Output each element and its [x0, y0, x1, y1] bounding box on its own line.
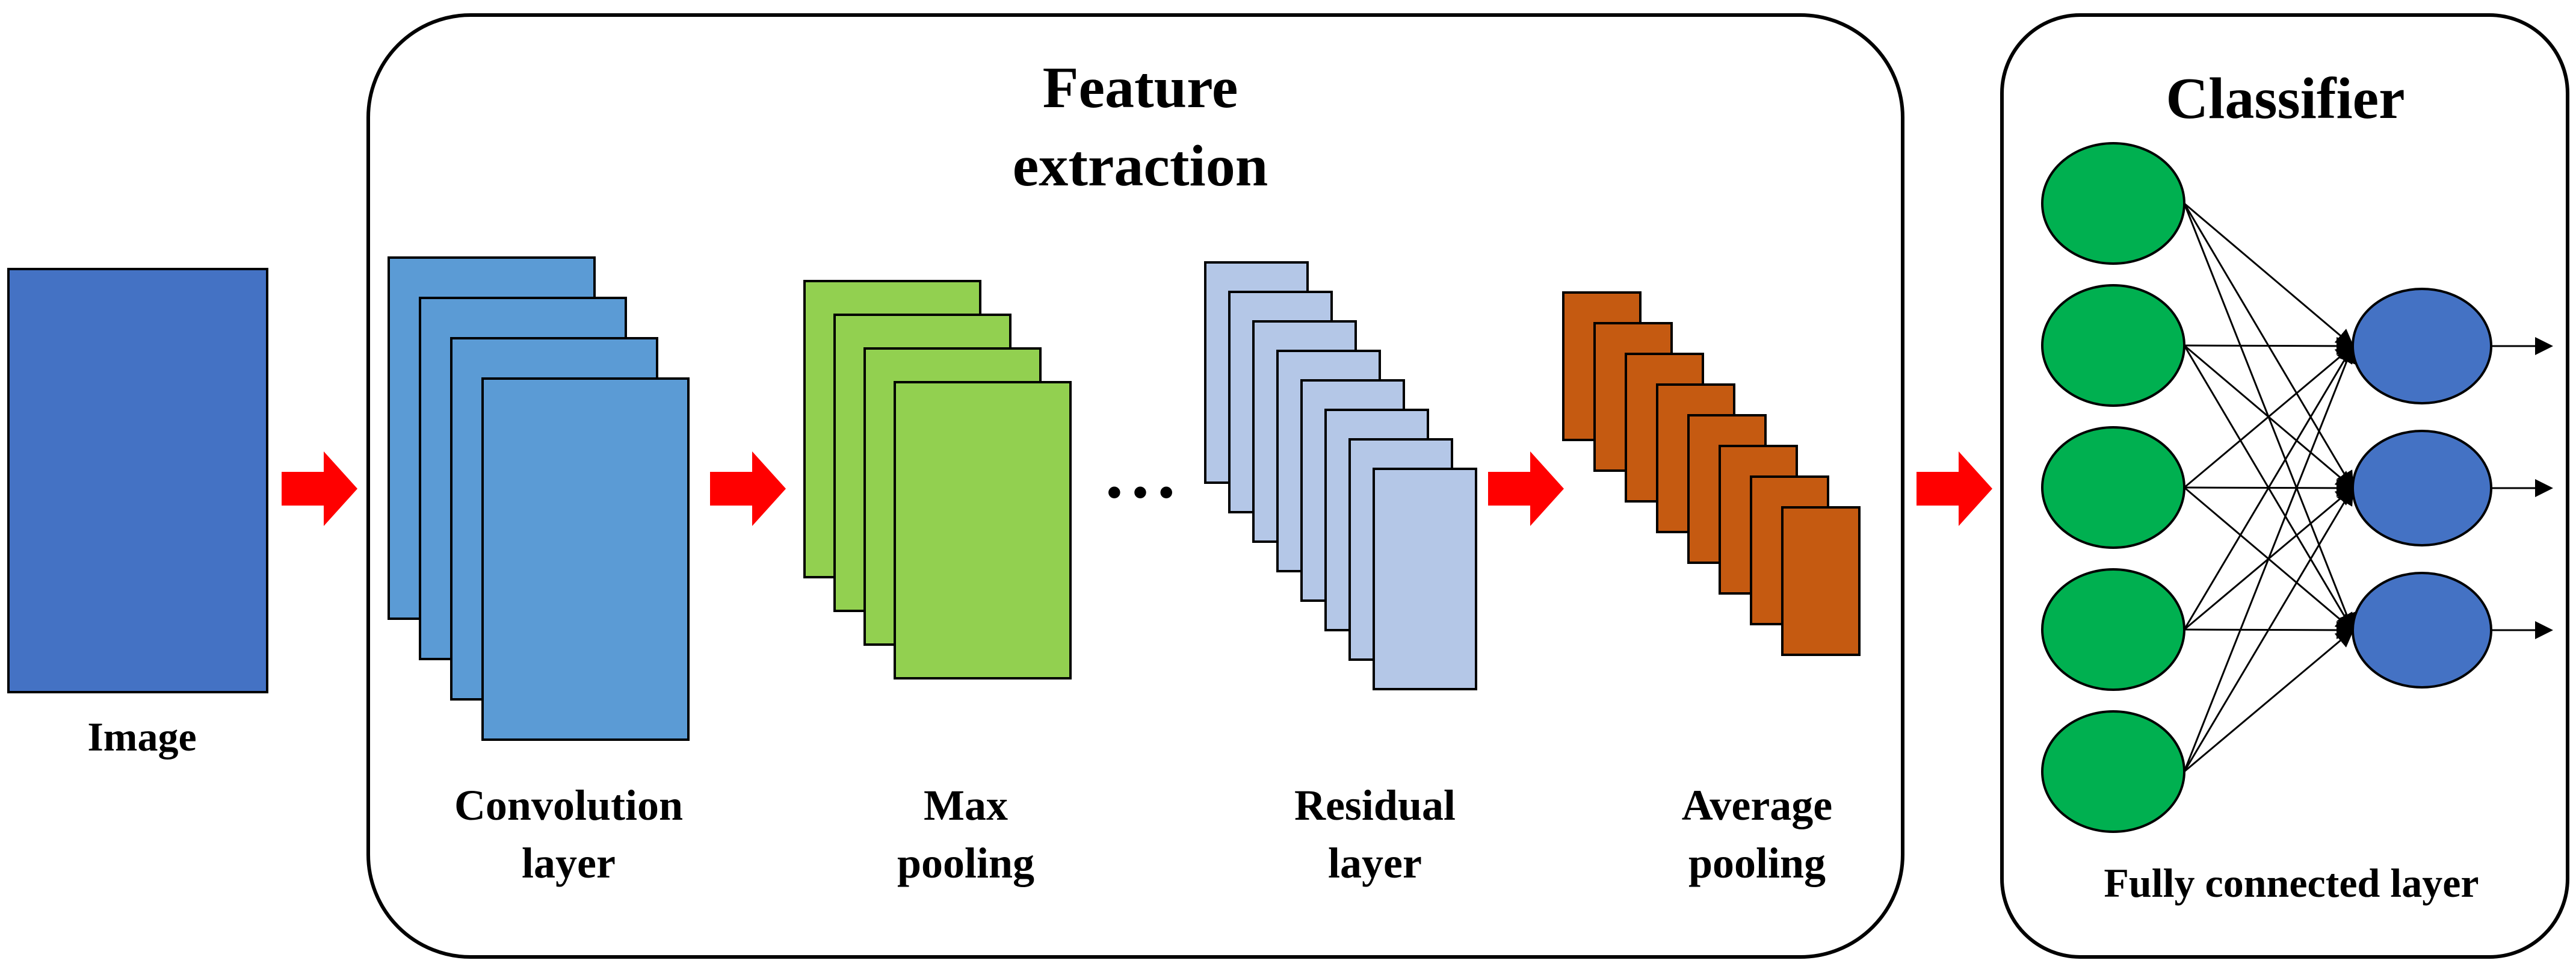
residual-layer-stack [1204, 261, 1477, 690]
average-pooling-label-line1: Average [1682, 781, 1833, 829]
feature-extraction-title-line2: extraction [1013, 134, 1268, 199]
average-pooling-stack [1562, 291, 1861, 656]
flow-arrow [282, 451, 357, 526]
max-pooling-stack [803, 280, 1072, 679]
input-neuron [2041, 568, 2185, 691]
residual-label-line2: layer [1328, 839, 1422, 887]
ellipsis: • • • [1107, 468, 1174, 516]
output-neuron [2352, 288, 2492, 404]
convolution-layer-stack [388, 256, 690, 741]
flow-arrow [710, 451, 786, 526]
feature-extraction-title-line1: Feature [1043, 55, 1238, 120]
input-neuron [2041, 426, 2185, 549]
input-neuron [2041, 284, 2185, 407]
output-neuron [2352, 572, 2492, 689]
feature-extraction-panel [366, 13, 1904, 959]
flow-arrows [282, 451, 1992, 526]
input-neuron [2041, 142, 2185, 265]
fc-connection [2184, 202, 2355, 347]
image-block [7, 268, 268, 693]
output-neuron [2352, 430, 2492, 546]
max-pooling-label-line1: Max [924, 781, 1008, 829]
classifier-title: Classifier [2166, 66, 2405, 131]
input-image [7, 268, 268, 693]
flow-arrow [1488, 451, 1564, 526]
image-label: Image [87, 714, 196, 760]
fully-connected-network [2041, 142, 2553, 833]
fc-connection [2184, 629, 2355, 773]
max-pooling-label-line2: pooling [897, 839, 1034, 887]
flow-arrow [1917, 451, 1992, 526]
average-pooling-label-line2: pooling [1688, 839, 1826, 887]
residual-feature-map [1373, 468, 1477, 690]
fc-connection [2184, 345, 2355, 489]
fc-connection [2183, 344, 2354, 630]
max-pooling-feature-map [894, 381, 1072, 679]
fully-connected-label: Fully connected layer [2104, 860, 2479, 906]
fc-connection [2183, 486, 2354, 772]
average-pooling-feature-map [1781, 506, 1861, 656]
convolution-label-line2: layer [522, 839, 616, 887]
fc-connection [2184, 336, 2355, 355]
residual-label-line1: Residual [1294, 781, 1456, 829]
fc-connection [2183, 344, 2356, 772]
convolution-label-line1: Convolution [454, 781, 683, 829]
convolution-feature-map [481, 377, 690, 741]
input-neuron [2041, 710, 2185, 833]
